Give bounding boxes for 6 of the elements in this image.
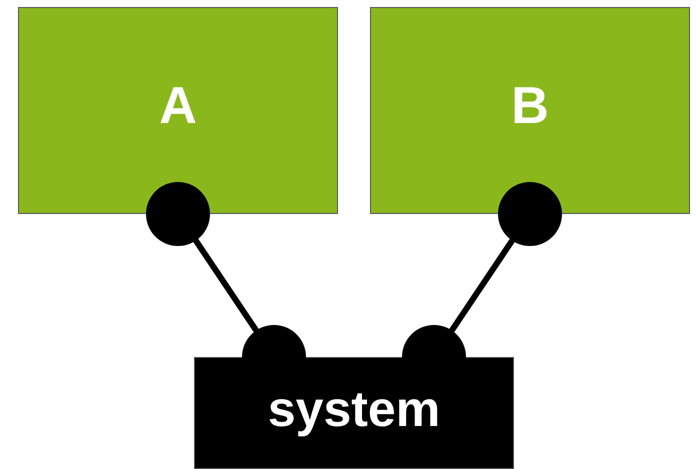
- system-box: [194, 357, 514, 469]
- box-label: system: [268, 384, 440, 439]
- component-box: [370, 7, 690, 214]
- component-box: [18, 7, 338, 214]
- box-label: A: [159, 80, 197, 136]
- box-label: B: [511, 80, 549, 136]
